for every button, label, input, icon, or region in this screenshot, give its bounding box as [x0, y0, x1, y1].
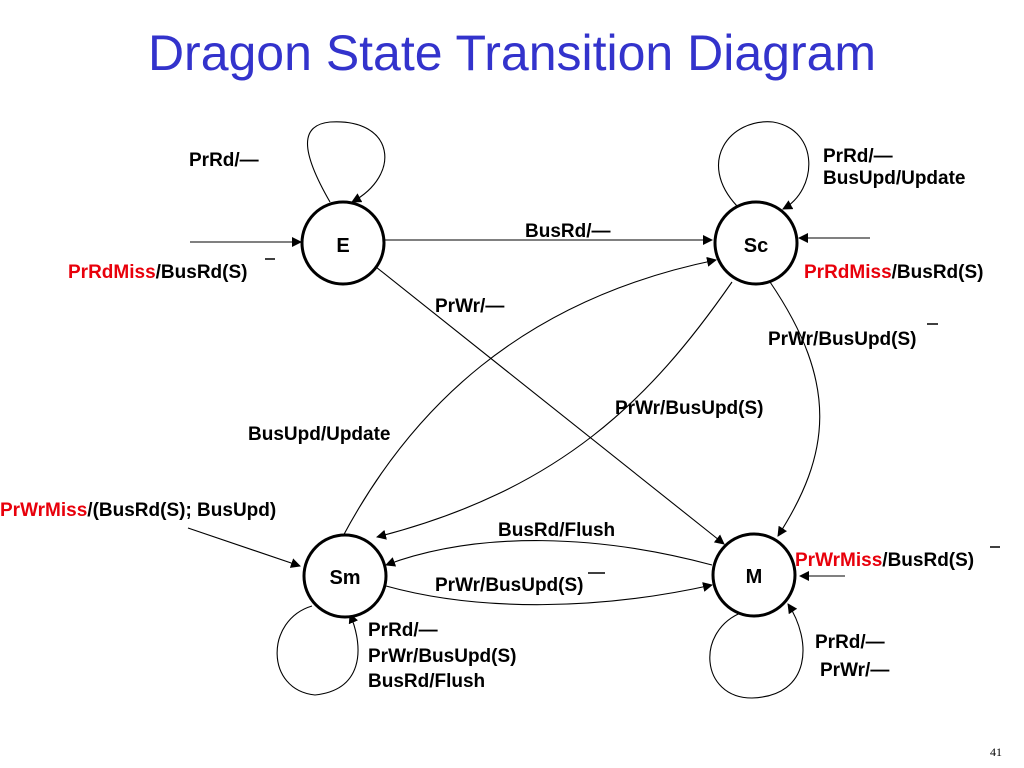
- label-sm-self-3: BusRd/Flush: [368, 671, 485, 692]
- label-m-self-1: PrRd/—: [815, 632, 885, 653]
- label-sm-in: PrWrMiss/(BusRd(S); BusUpd): [0, 500, 276, 521]
- label-sc-to-m: PrWr/BusUpd(S): [768, 329, 916, 350]
- label-sm-self-1: PrRd/—: [368, 620, 438, 641]
- edge-in-sm: [187, 527, 301, 568]
- label-m-in: PrWrMiss/BusRd(S): [795, 550, 974, 571]
- transition-labels: PrRd/— PrRdMiss/BusRd(S) PrRd/— BusUpd/U…: [0, 146, 1000, 692]
- edge-sc-self: [717, 121, 810, 210]
- edge-sm-self: [276, 605, 359, 696]
- state-sm-circle: [302, 533, 388, 619]
- label-m-in-action: /BusRd(S): [882, 550, 974, 571]
- state-m-label: M: [746, 566, 763, 588]
- label-sc-in-event: PrRdMiss: [804, 262, 892, 283]
- label-sm-in-action: /(BusRd(S); BusUpd): [87, 500, 276, 521]
- state-e-circle: [300, 200, 386, 286]
- state-sc-circle: [713, 200, 799, 286]
- edge-sm-to-sc: [341, 256, 717, 539]
- label-e-self: PrRd/—: [189, 150, 259, 171]
- state-nodes: E Sc Sm M: [300, 200, 799, 619]
- label-e-to-sc: BusRd/—: [525, 221, 611, 242]
- label-e-to-m: PrWr/—: [435, 296, 504, 317]
- slide-title: Dragon State Transition Diagram: [147, 25, 877, 81]
- label-e-in-action: /BusRd(S): [156, 262, 248, 283]
- edge-sm-to-m: [385, 582, 713, 606]
- edge-sc-to-m: [769, 281, 821, 537]
- label-e-in-event: PrRdMiss: [68, 262, 156, 283]
- label-m-to-sm: BusRd/Flush: [498, 520, 615, 541]
- label-m-in-event: PrWrMiss: [795, 550, 882, 571]
- state-sm-label: Sm: [329, 567, 360, 589]
- label-sm-self-2: PrWr/BusUpd(S): [368, 646, 516, 667]
- edge-m-self: [709, 603, 804, 699]
- label-sm-to-m: PrWr/BusUpd(S): [435, 575, 583, 596]
- label-sc-to-sm: PrWr/BusUpd(S): [615, 398, 763, 419]
- label-sc-in-action: /BusRd(S): [892, 262, 984, 283]
- state-m-circle: [711, 532, 797, 618]
- edge-e-self: [307, 121, 386, 203]
- label-sm-in-event: PrWrMiss: [0, 500, 87, 521]
- edge-m-to-sm: [385, 540, 713, 567]
- transition-edges: [187, 121, 870, 699]
- page-number: 41: [990, 745, 1002, 759]
- label-sc-self-1: PrRd/—: [823, 146, 893, 167]
- state-sc-label: Sc: [744, 235, 768, 257]
- label-e-in: PrRdMiss/BusRd(S): [68, 262, 247, 283]
- label-sc-in: PrRdMiss/BusRd(S): [804, 262, 983, 283]
- label-sm-to-sc: BusUpd/Update: [248, 424, 391, 445]
- edge-e-to-m: [375, 266, 725, 545]
- label-m-self-2: PrWr/—: [820, 660, 889, 681]
- edge-sc-to-sm: [376, 281, 733, 540]
- state-e-label: E: [336, 235, 349, 257]
- label-sc-self-2: BusUpd/Update: [823, 168, 966, 189]
